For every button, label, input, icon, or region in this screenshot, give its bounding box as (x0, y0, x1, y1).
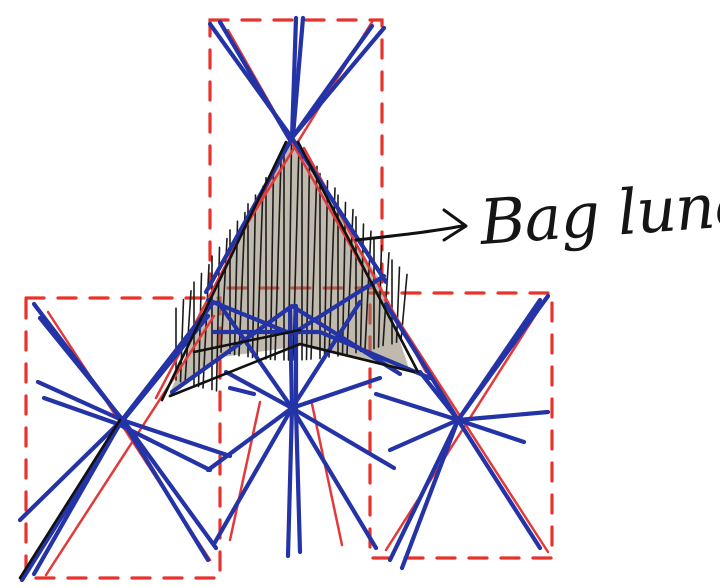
black-stroke-5 (20, 420, 120, 578)
blue-left-star-4 (22, 316, 208, 580)
red-line-10 (312, 404, 342, 545)
blue-mid-star-7 (230, 388, 254, 394)
annotation-arrow (356, 210, 466, 240)
bag-lunch-label: Bag lunch (476, 152, 719, 278)
arrow-head (444, 210, 466, 240)
